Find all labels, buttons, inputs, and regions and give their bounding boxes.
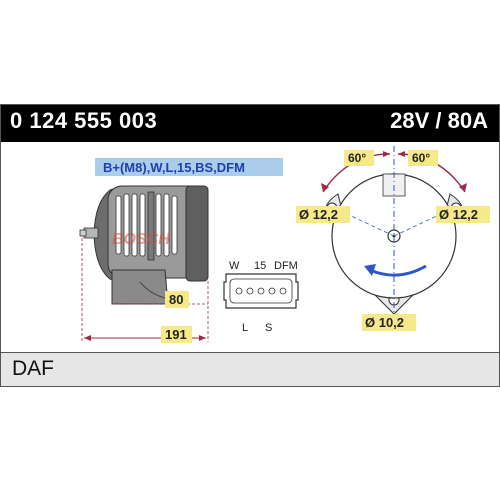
hole-right-label: Ø 12,2 [439, 207, 478, 222]
hole-left-label: Ø 12,2 [299, 207, 338, 222]
alternator-side-view: BOSCH [79, 185, 209, 305]
hole-bottom-label: Ø 10,2 [365, 315, 404, 330]
part-number: 0 124 555 003 [10, 108, 158, 133]
alternator-front-view [321, 146, 467, 324]
vehicle-brand: DAF [12, 357, 54, 380]
dimension-height: 80 [112, 291, 208, 308]
footer-bar: DAF [0, 352, 500, 387]
pin-label-s: S [265, 322, 272, 334]
dim-height-value: 80 [169, 292, 183, 307]
pin-label-l: L [242, 322, 248, 334]
pin-label-dfm: DFM [274, 260, 298, 272]
bosch-watermark: BOSCH [112, 231, 170, 248]
dimension-length: 191 [81, 238, 209, 343]
rating-spec: 28V / 80A [390, 108, 488, 133]
angle-right-label: 60° [412, 151, 430, 165]
terminal-label-bg [95, 158, 283, 176]
connector-diagram: W 15 DFM L S [223, 260, 299, 334]
header-bar: 0 124 555 003 28V / 80A [0, 104, 500, 142]
pin-label-15: 15 [254, 260, 266, 272]
angle-left-label: 60° [348, 151, 366, 165]
pin-label-w: W [229, 260, 240, 272]
terminal-label: B+(M8),W,L,15,BS,DFM [103, 160, 245, 175]
dim-length-value: 191 [165, 327, 187, 342]
technical-drawing: BOSCH B+(M8),W,L,15,BS,DFM 80 191 W 15 D… [0, 142, 500, 352]
